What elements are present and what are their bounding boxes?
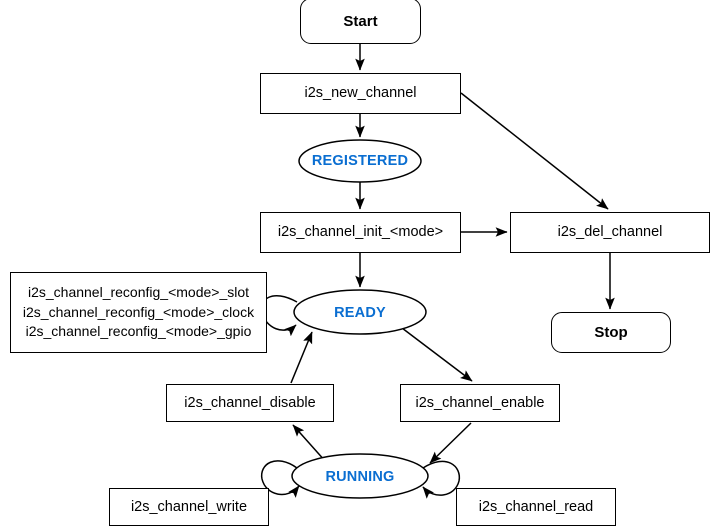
edge-new-channel-to-del-channel bbox=[460, 92, 609, 210]
state-label-registered-text: REGISTERED bbox=[311, 153, 409, 169]
node-stop-label: Stop bbox=[594, 324, 628, 341]
reconfig-line-slot: i2s_channel_reconfig_<mode>_slot bbox=[27, 283, 250, 300]
node-i2s-channel-read-label: i2s_channel_read bbox=[478, 498, 594, 515]
node-i2s-channel-enable-label: i2s_channel_enable bbox=[415, 394, 545, 411]
state-label-running-text: RUNNING bbox=[325, 469, 395, 485]
node-i2s-del-channel[interactable]: i2s_del_channel bbox=[510, 212, 710, 253]
edge-running-self-loop-right bbox=[422, 460, 461, 499]
state-node-ready[interactable] bbox=[293, 289, 427, 335]
node-i2s-new-channel-label: i2s_new_channel bbox=[304, 85, 417, 102]
edge-ready-to-enable bbox=[401, 327, 473, 382]
state-label-registered: REGISTERED bbox=[299, 140, 421, 182]
reconfig-line-clock: i2s_channel_reconfig_<mode>_clock bbox=[22, 303, 255, 320]
node-i2s-channel-init-mode[interactable]: i2s_channel_init_<mode> bbox=[260, 212, 461, 253]
node-i2s-del-channel-label: i2s_del_channel bbox=[557, 224, 663, 241]
node-i2s-channel-disable[interactable]: i2s_channel_disable bbox=[166, 384, 334, 422]
state-label-ready: READY bbox=[294, 291, 426, 335]
node-i2s-channel-init-mode-label: i2s_channel_init_<mode> bbox=[277, 224, 444, 241]
node-i2s-channel-enable[interactable]: i2s_channel_enable bbox=[400, 384, 560, 422]
state-label-ready-text: READY bbox=[334, 305, 386, 321]
node-i2s-channel-write[interactable]: i2s_channel_write bbox=[109, 488, 269, 526]
state-node-running[interactable] bbox=[291, 453, 429, 499]
reconfig-line-gpio: i2s_channel_reconfig_<mode>_gpio bbox=[25, 323, 252, 340]
edge-disable-to-ready bbox=[290, 331, 313, 384]
node-i2s-new-channel[interactable]: i2s_new_channel bbox=[260, 73, 461, 114]
node-stop[interactable]: Stop bbox=[551, 312, 671, 353]
node-i2s-channel-read[interactable]: i2s_channel_read bbox=[456, 488, 616, 526]
state-label-running: RUNNING bbox=[292, 455, 428, 499]
state-node-registered[interactable] bbox=[298, 139, 422, 183]
edge-enable-to-running bbox=[429, 422, 472, 464]
node-start[interactable]: Start bbox=[300, 0, 421, 44]
node-i2s-channel-disable-label: i2s_channel_disable bbox=[184, 394, 316, 411]
node-start-label: Start bbox=[343, 12, 378, 30]
edge-running-to-disable bbox=[292, 424, 327, 463]
node-i2s-channel-write-label: i2s_channel_write bbox=[130, 498, 248, 515]
node-i2s-channel-reconfig[interactable]: i2s_channel_reconfig_<mode>_slot i2s_cha… bbox=[10, 272, 267, 353]
